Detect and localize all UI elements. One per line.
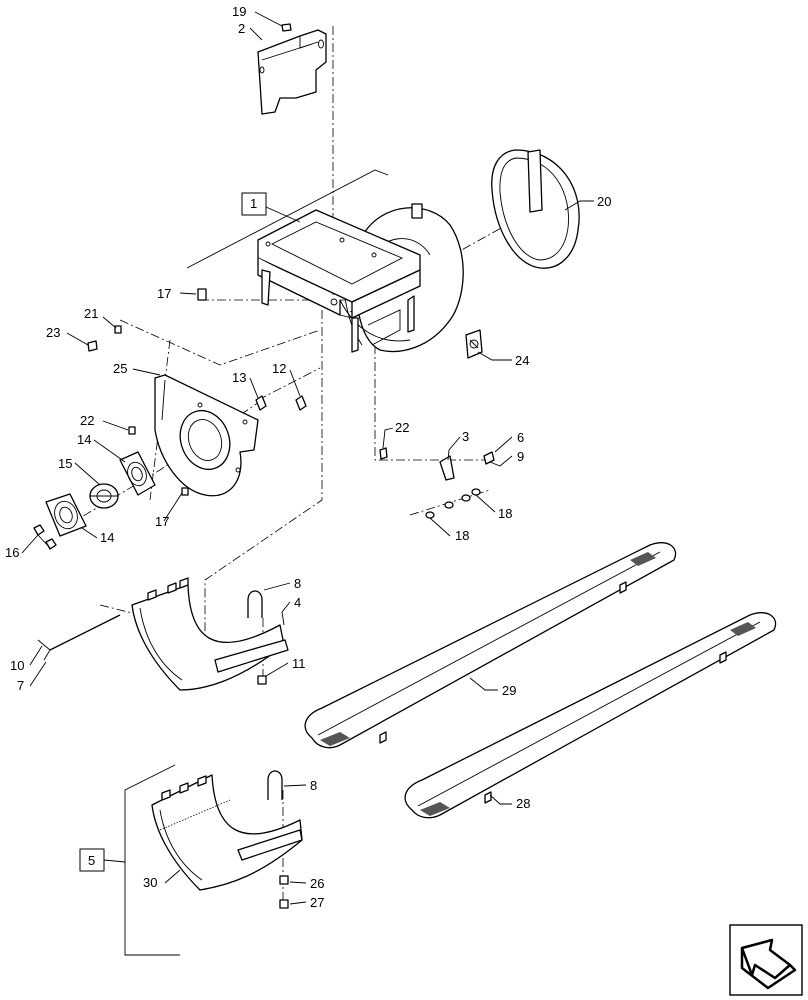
callout-17-lower: 17 bbox=[155, 514, 169, 529]
callout-11: 11 bbox=[292, 656, 306, 671]
callout-3: 3 bbox=[462, 429, 469, 444]
callout-17-upper: 17 bbox=[157, 286, 171, 301]
leader-lines bbox=[21, 11, 594, 905]
callout-22-right: 22 bbox=[395, 420, 409, 435]
callout-2: 2 bbox=[238, 21, 245, 36]
callout-14-lower: 14 bbox=[100, 530, 114, 545]
nuts-part-16 bbox=[33, 524, 57, 550]
callout-7: 7 bbox=[17, 678, 24, 693]
callout-21: 21 bbox=[84, 306, 98, 321]
callout-18-lower: 18 bbox=[455, 528, 469, 543]
callout-23: 23 bbox=[46, 325, 60, 340]
callout-box-1 bbox=[186, 169, 389, 269]
callout-14-upper: 14 bbox=[77, 432, 91, 447]
callout-9: 9 bbox=[517, 449, 524, 464]
rod-part-7 bbox=[37, 614, 121, 661]
side-plate-part-25 bbox=[154, 374, 259, 497]
callout-13: 13 bbox=[232, 370, 246, 385]
plate-part-24 bbox=[465, 329, 483, 359]
bearing-flange-part-14-upper bbox=[119, 451, 156, 496]
callout-6: 6 bbox=[517, 430, 524, 445]
bolt-part-19 bbox=[281, 23, 292, 32]
callout-25: 25 bbox=[113, 361, 127, 376]
callout-box-5 bbox=[79, 764, 180, 956]
callout-20: 20 bbox=[597, 194, 611, 209]
callout-8-lower: 8 bbox=[310, 778, 317, 793]
u-bolt-part-8-upper bbox=[247, 590, 263, 618]
callout-labels: 19 2 1 20 17 21 23 24 25 13 12 22 22 3 6… bbox=[5, 4, 611, 910]
callout-29: 29 bbox=[502, 683, 516, 698]
callout-4: 4 bbox=[294, 595, 301, 610]
bearing-flange-part-14-lower bbox=[45, 493, 87, 537]
callout-30: 30 bbox=[143, 875, 157, 890]
callout-24: 24 bbox=[515, 353, 529, 368]
small-hardware bbox=[87, 288, 495, 909]
callout-8-upper: 8 bbox=[294, 576, 301, 591]
callout-16: 16 bbox=[5, 545, 19, 560]
u-bolt-part-8-lower bbox=[267, 770, 283, 800]
shell-part-30 bbox=[151, 774, 303, 891]
callout-28: 28 bbox=[516, 796, 530, 811]
fan-housing-part-1 bbox=[257, 203, 464, 353]
callout-19: 19 bbox=[232, 4, 246, 19]
bracket-part-2 bbox=[257, 29, 327, 115]
shell-part-4 bbox=[131, 577, 289, 691]
step-part-29 bbox=[304, 542, 677, 749]
callout-1: 1 bbox=[250, 196, 257, 211]
callout-18-right: 18 bbox=[498, 506, 512, 521]
callout-15: 15 bbox=[58, 456, 72, 471]
arrow-corner-icon[interactable] bbox=[729, 924, 803, 996]
bearing-part-15 bbox=[89, 483, 119, 509]
callout-26: 26 bbox=[310, 876, 324, 891]
callout-10: 10 bbox=[10, 658, 24, 673]
seal-ring-part-20 bbox=[491, 149, 580, 269]
callout-27: 27 bbox=[310, 895, 324, 910]
callout-12: 12 bbox=[272, 361, 286, 376]
step-part-28 bbox=[404, 612, 777, 819]
callout-5: 5 bbox=[88, 853, 95, 868]
callout-22-left: 22 bbox=[80, 413, 94, 428]
